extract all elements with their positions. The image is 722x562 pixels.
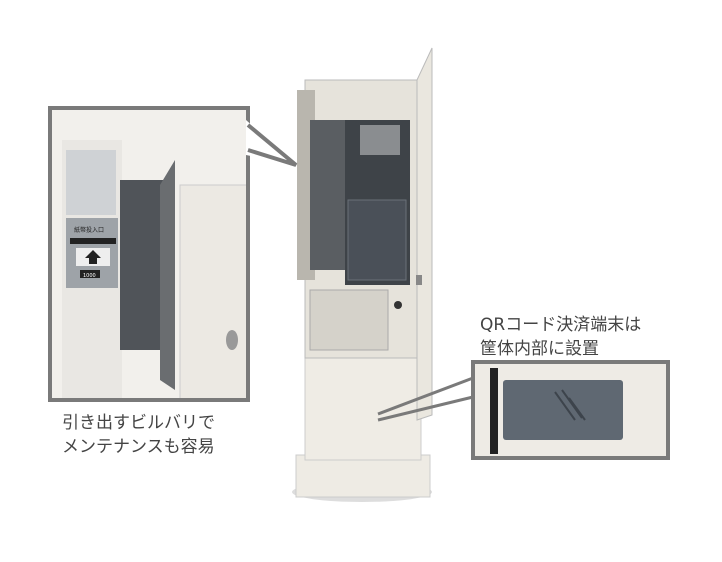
qr-terminal-device [503, 380, 623, 440]
right-caption-line1: QRコード決済端末は [480, 315, 641, 335]
kiosk-cabinet [292, 47, 433, 502]
inset-slot-label: 紙幣投入口 [74, 226, 104, 234]
right-caption-line2: 筐体内部に設置 [480, 339, 599, 359]
inset-denomination: 1000 [83, 273, 96, 279]
qr-terminal-inset [377, 360, 670, 460]
left-caption-line2: メンテナンスも容易 [62, 437, 215, 457]
left-caption-line1: 引き出すビルバリで [62, 413, 215, 433]
bill-validator-inset: 紙幣投入口 1000 [48, 106, 298, 402]
arrow-up-icon [85, 250, 101, 264]
